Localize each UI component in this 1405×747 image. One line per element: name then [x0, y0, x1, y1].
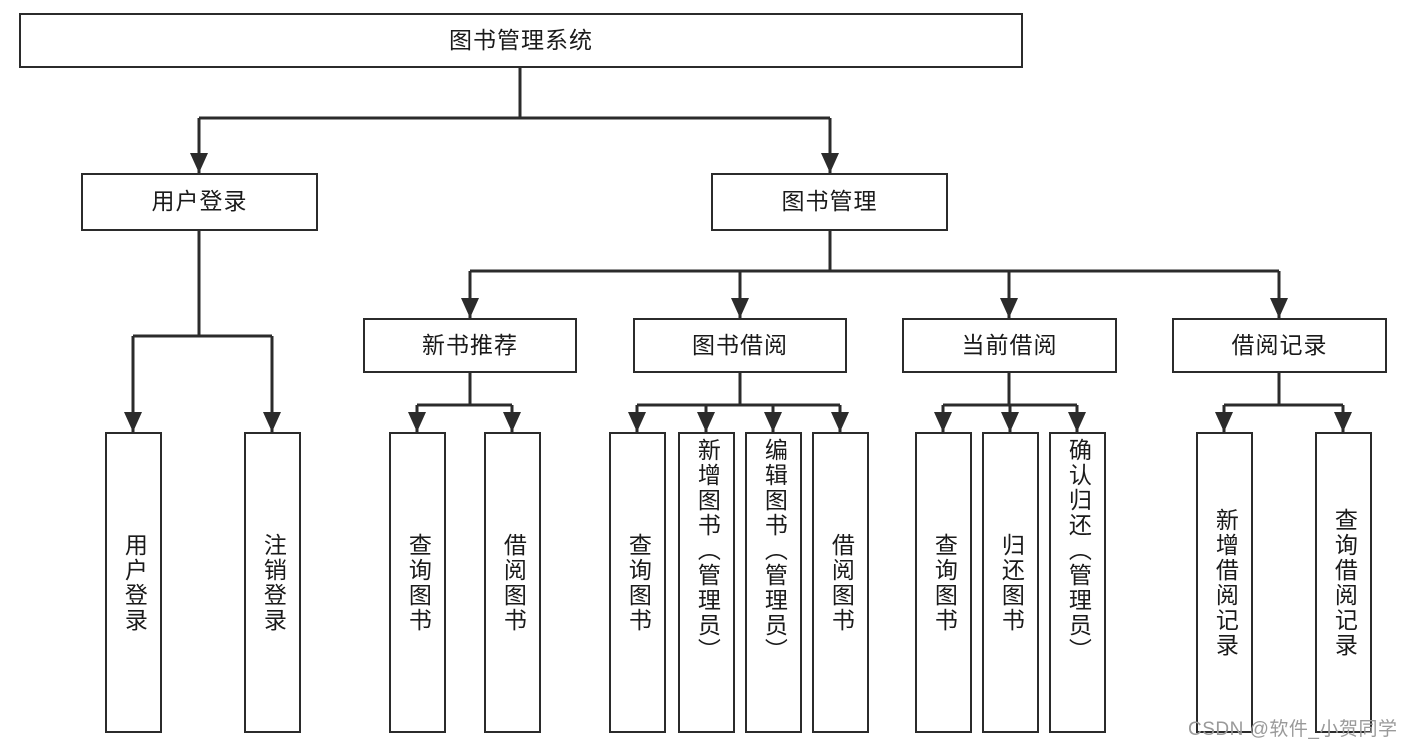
arrow-head-icon: [1068, 412, 1086, 432]
node-leaf-query-borrow-record: 查询借阅记录: [1315, 432, 1372, 733]
node-label: 归还图书: [998, 532, 1025, 633]
node-label: 查询图书: [625, 532, 652, 633]
node-label: 新书推荐: [422, 331, 518, 358]
node-label: 当前借阅: [961, 331, 1058, 358]
node-leaf-query-book-1: 查询图书: [389, 432, 446, 733]
node-label: 新增借阅记录: [1212, 507, 1239, 658]
arrow-head-icon: [1001, 412, 1019, 432]
node-label: 确认归还（管理员）: [1065, 438, 1092, 663]
node-leaf-borrow-book-2: 借阅图书: [812, 432, 869, 733]
node-label: 借阅图书: [828, 532, 855, 633]
node-leaf-query-book-3: 查询图书: [915, 432, 972, 733]
node-book-borrow: 图书借阅: [633, 318, 847, 373]
node-leaf-edit-book-admin: 编辑图书（管理员）: [745, 432, 802, 733]
node-new-book-recommend: 新书推荐: [363, 318, 577, 373]
node-book-manage: 图书管理: [711, 173, 948, 231]
arrow-head-icon: [1334, 412, 1352, 432]
arrow-head-icon: [190, 153, 208, 173]
arrow-head-icon: [731, 298, 749, 318]
node-leaf-add-borrow-record: 新增借阅记录: [1196, 432, 1253, 733]
node-label: 图书管理系统: [449, 26, 593, 53]
node-label: 查询借阅记录: [1331, 507, 1358, 658]
arrow-head-icon: [503, 412, 521, 432]
node-label: 注销登录: [260, 532, 287, 633]
node-label: 查询图书: [931, 532, 958, 633]
node-leaf-confirm-return-admin: 确认归还（管理员）: [1049, 432, 1106, 733]
arrow-head-icon: [124, 412, 142, 432]
node-label: 借阅图书: [500, 532, 527, 633]
arrow-head-icon: [1270, 298, 1288, 318]
arrow-head-icon: [1215, 412, 1233, 432]
arrow-head-icon: [408, 412, 426, 432]
node-root: 图书管理系统: [19, 13, 1023, 68]
node-label: 用户登录: [121, 532, 148, 633]
node-leaf-query-book-2: 查询图书: [609, 432, 666, 733]
node-leaf-borrow-book-1: 借阅图书: [484, 432, 541, 733]
arrow-head-icon: [831, 412, 849, 432]
arrow-head-icon: [1000, 298, 1018, 318]
node-label: 新增图书（管理员）: [694, 438, 721, 663]
node-user-login: 用户登录: [81, 173, 318, 231]
arrow-head-icon: [461, 298, 479, 318]
node-label: 图书管理: [781, 188, 878, 215]
arrow-head-icon: [934, 412, 952, 432]
node-label: 编辑图书（管理员）: [761, 438, 788, 663]
arrow-head-icon: [697, 412, 715, 432]
watermark: CSDN @软件_小贺同学: [1188, 719, 1398, 740]
node-label: 借阅记录: [1231, 331, 1328, 358]
node-label: 用户登录: [151, 188, 248, 215]
node-leaf-user-logout: 注销登录: [244, 432, 301, 733]
node-leaf-user-login: 用户登录: [105, 432, 162, 733]
node-label: 图书借阅: [692, 331, 788, 358]
arrow-head-icon: [764, 412, 782, 432]
node-borrow-record: 借阅记录: [1172, 318, 1387, 373]
arrow-head-icon: [263, 412, 281, 432]
node-leaf-add-book-admin: 新增图书（管理员）: [678, 432, 735, 733]
node-label: 查询图书: [405, 532, 432, 633]
node-current-borrow: 当前借阅: [902, 318, 1117, 373]
arrow-head-icon: [821, 153, 839, 173]
arrow-head-icon: [628, 412, 646, 432]
node-leaf-return-book: 归还图书: [982, 432, 1039, 733]
